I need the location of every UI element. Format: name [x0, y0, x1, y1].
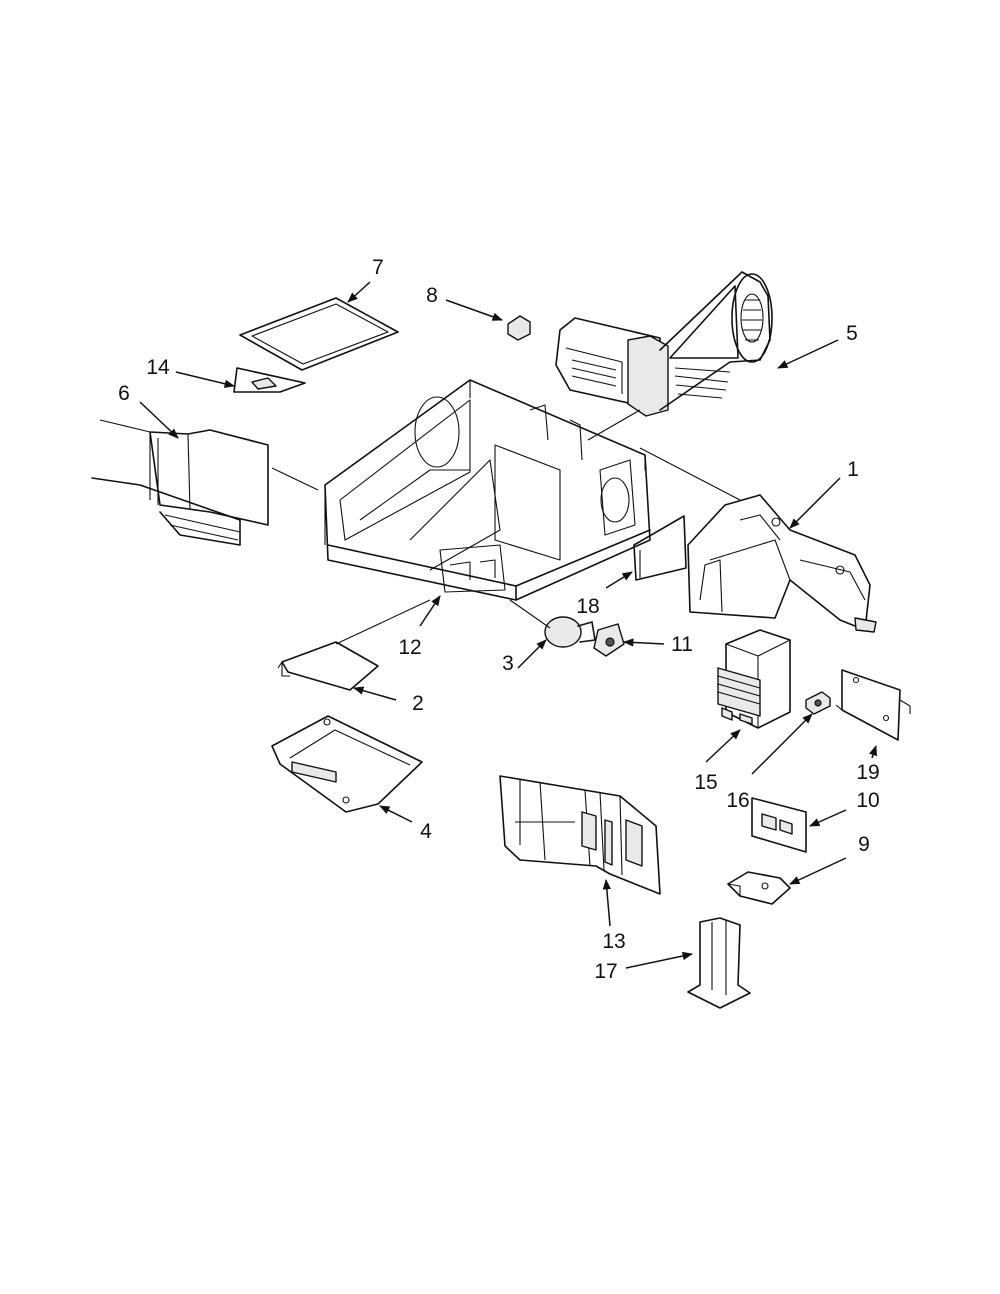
callout-15: 15 [694, 771, 717, 794]
leader-lines [139, 281, 877, 969]
assembly-lines [271, 409, 741, 645]
part-8-clip [507, 315, 531, 341]
callout-12: 12 [398, 636, 421, 659]
callout-19: 19 [856, 761, 879, 784]
callout-8: 8 [426, 284, 438, 307]
part-13-shield [499, 775, 661, 895]
callout-17: 17 [594, 960, 617, 983]
part-6-duct-panel [91, 419, 269, 546]
callout-16: 16 [726, 789, 749, 812]
part-7-filter [239, 297, 399, 371]
callout-9: 9 [858, 833, 870, 856]
callout-7: 7 [372, 256, 384, 279]
part-19-bracket [835, 669, 911, 741]
part-3-lamp [544, 616, 596, 648]
callout-6: 6 [118, 382, 130, 405]
part-4-bottom-plate [271, 715, 423, 813]
callout-10: 10 [856, 789, 879, 812]
part-18-plate [633, 515, 687, 581]
part-11-socket [593, 623, 625, 657]
callout-13: 13 [602, 930, 625, 953]
callout-5: 5 [846, 322, 858, 345]
callout-1: 1 [847, 458, 859, 481]
callout-4: 4 [420, 820, 432, 843]
callout-11: 11 [671, 633, 693, 656]
part-12-chassis [324, 379, 651, 601]
part-15-transformer [717, 629, 791, 729]
part-9-mount-bracket [727, 871, 791, 905]
part-2-cover-plate [277, 641, 379, 691]
callout-3: 3 [502, 652, 514, 675]
part-17-post [687, 917, 751, 1009]
part-10-label [751, 797, 807, 853]
callout-14: 14 [146, 356, 170, 379]
part-1-duct [687, 494, 877, 633]
callout-18: 18 [576, 595, 599, 618]
part-5-blower-assembly [555, 271, 773, 417]
callout-labels: 7 8 5 14 6 1 18 12 3 11 2 4 15 16 19 10 … [118, 256, 880, 983]
callout-2: 2 [412, 692, 424, 715]
part-14-panel [233, 367, 306, 393]
part-16-thermostat [805, 691, 831, 715]
